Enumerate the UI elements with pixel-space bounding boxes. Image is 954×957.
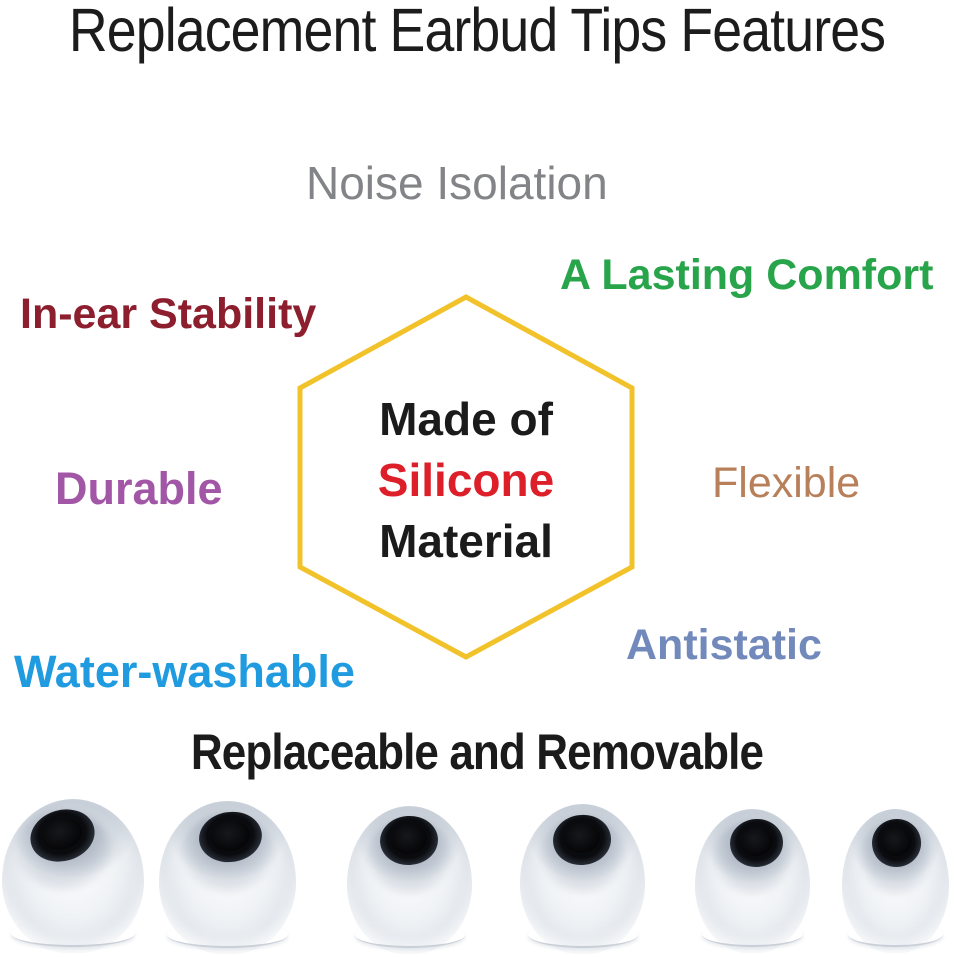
feature-lasting-comfort: A Lasting Comfort [560, 251, 934, 299]
earbud-tip-photo [2, 799, 144, 953]
hexagon-text-line3: Material [379, 515, 553, 567]
feature-replaceable-removable: Replaceable and Removable [190, 724, 764, 780]
earbud-tube-hole [878, 824, 914, 859]
feature-durable: Durable [55, 463, 223, 514]
feature-flexible: Flexible [712, 459, 861, 507]
earbud-tube-hole [737, 825, 774, 858]
earbud-tube-hole [208, 817, 252, 854]
hexagon-text-line2: Silicone [377, 454, 555, 506]
hexagon-text-line1: Made of [379, 393, 553, 445]
page-title: Replacement Earbud Tips Features [68, 0, 886, 64]
earbud-tube-hole [389, 823, 427, 856]
earbud-base-rim [167, 921, 288, 948]
feature-antistatic: Antistatic [626, 621, 822, 669]
earbud-tube-hole [38, 813, 87, 854]
earbud-tip-photo [842, 809, 949, 953]
earbud-base-rim [527, 922, 638, 948]
earbud-tip-photo [347, 806, 472, 954]
feature-water-washable: Water-washable [14, 646, 355, 697]
earbud-base-rim [354, 922, 465, 949]
earbud-tube-hole [561, 821, 601, 855]
earbud-base-rim [848, 922, 943, 948]
feature-noise-isolation: Noise Isolation [306, 157, 608, 209]
earbud-tip-photo [520, 804, 645, 954]
earbud-tip-photo [159, 801, 296, 954]
feature-in-ear-stability: In-ear Stability [20, 290, 317, 338]
earbud-base-rim [701, 922, 804, 948]
earbud-base-rim [10, 920, 136, 947]
earbud-tip-photo [695, 809, 810, 953]
